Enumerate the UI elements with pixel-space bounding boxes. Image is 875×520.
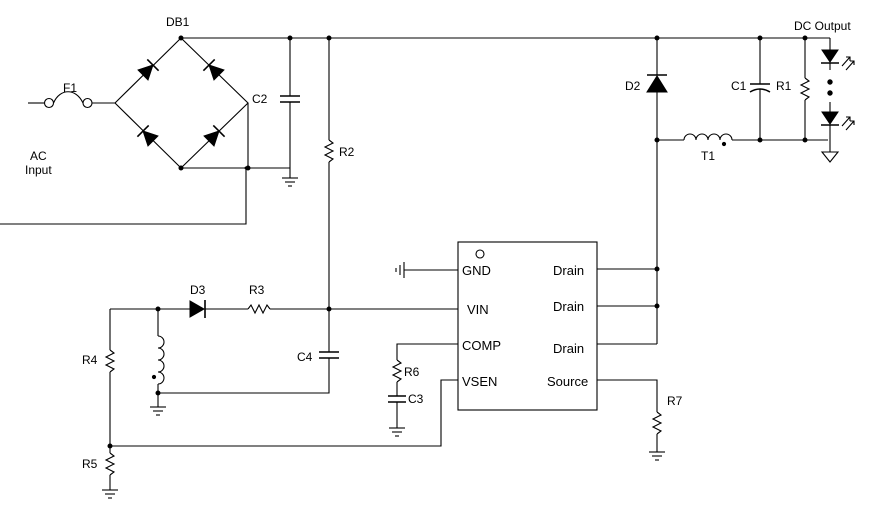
led-string [808,37,855,163]
capacitor-c1 [749,38,771,140]
drain-wires [597,140,660,345]
label-ac-input-2: Input [25,163,52,177]
ic-gnd-wire [395,262,458,278]
vin-supply-network [110,300,458,318]
pin-vin: VIN [467,302,489,317]
capacitor-c2 [280,38,300,178]
label-r6: R6 [404,365,420,379]
label-r4: R4 [82,353,98,367]
comp-network-r6-c3 [388,343,458,437]
resistor-r1 [799,38,811,140]
resistor-r7 [597,379,665,461]
resistor-r2 [323,38,335,309]
ac-input-fuse [0,91,247,225]
label-d2: D2 [625,79,641,93]
label-c1: C1 [731,79,747,93]
label-d3: D3 [190,283,206,297]
inductor-t1 [657,133,828,147]
pin-vsen: VSEN [462,374,497,389]
divider-r4-r5 [102,309,458,499]
label-r7: R7 [667,394,683,408]
label-c2: C2 [252,92,268,106]
bridge-diode-upper-right [202,58,225,81]
diode-d2 [646,38,668,140]
label-db1: DB1 [166,15,190,29]
auxiliary-winding [150,309,330,416]
label-r5: R5 [82,457,98,471]
label-dc-output: DC Output [794,19,851,33]
label-r2: R2 [339,145,355,159]
bridge-diode-lower-right [203,124,226,147]
pin-gnd: GND [462,263,491,278]
controller-ic [457,241,598,411]
junction-dots [178,35,808,171]
pin-drain-2: Drain [553,299,584,314]
pin-drain-3: Drain [553,341,584,356]
ground-c2 [282,177,298,187]
pin-comp: COMP [462,338,501,353]
label-r1: R1 [776,79,792,93]
label-c3: C3 [408,392,424,406]
bridge-rectifier-db1 [114,37,249,169]
label-ac-input-1: AC [30,149,47,163]
label-r3: R3 [249,283,265,297]
bridge-diode-lower-left [136,124,159,147]
label-f1: F1 [63,81,77,95]
label-c4: C4 [297,350,313,364]
capacitor-c4 [319,309,339,365]
bridge-diode-upper-left [137,58,160,81]
pin-source: Source [547,374,588,389]
label-t1: T1 [701,149,715,163]
pin-drain-1: Drain [553,263,584,278]
